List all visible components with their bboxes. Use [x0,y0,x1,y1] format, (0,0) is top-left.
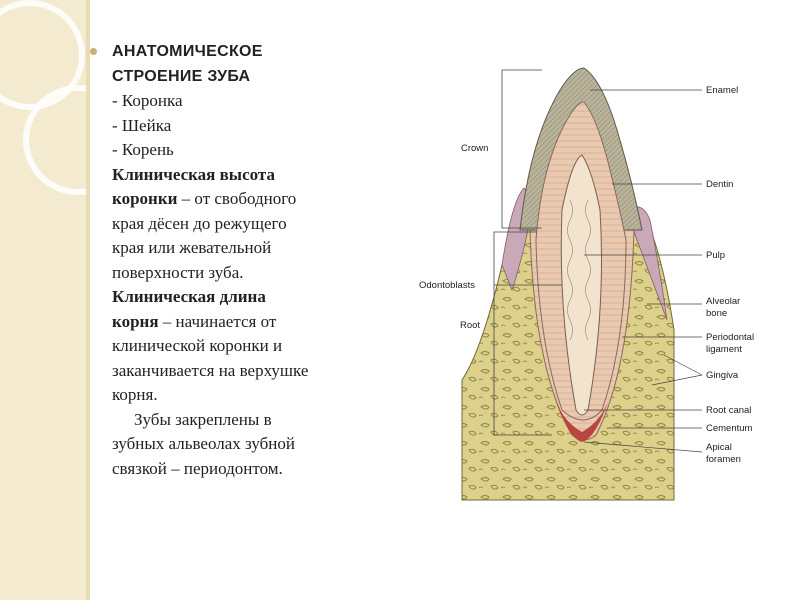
crown-height-def-2: края дёсен до режущего [112,213,287,233]
root-length-term-2: корня [112,311,159,331]
label-dentin: Dentin [706,179,733,190]
label-periodontal-1: Periodontal [706,332,754,343]
crown-height-line-2: коронки – от свободного [112,187,412,212]
root-length-term: Клиническая длина [112,287,266,306]
list-item-neck: - Шейка [112,115,172,135]
pulp-texture [567,199,591,341]
list-item-root: - Корень [112,140,174,159]
label-root-canal: Root canal [706,405,751,416]
crown-height-def-1: – от свободного [177,189,297,208]
label-periodontal-2: ligament [706,344,742,355]
slide-title-line-1: АНАТОМИЧЕСКОЕ [112,43,263,60]
label-apical-1: Apical [706,442,732,453]
crown-height-def-3: края или жевательной [112,238,272,257]
decorative-circles [0,0,90,195]
root-length-def-1: – начинается от [158,311,277,331]
slide-title-line-2: СТРОЕНИЕ ЗУБА [112,67,251,85]
tooth-anatomy-diagram: Enamel Crown Dentin Pulp Odontoblasts Al… [419,67,754,501]
fixation-line-2: зубных альвеолах зубной [112,434,295,453]
label-enamel: Enamel [706,85,738,96]
root-length-def-4: корня. [112,385,158,404]
crown-height-def-4: поверхности зуба. [112,262,244,282]
crown-height-term-2: коронки [112,189,178,208]
label-cementum: Cementum [706,423,753,434]
list-item-crown: - Коронка [112,91,183,110]
crown-height-term: Клиническая высота [112,164,275,184]
root-bracket [493,231,552,436]
leader-lines [494,89,703,453]
root-length-def-3: заканчивается на верхушке [112,360,309,380]
label-apical-2: foramen [706,454,741,465]
bullet-icon [90,48,97,55]
pulp-shape [560,154,602,416]
crown-bracket [501,69,542,229]
label-pulp: Pulp [706,250,725,261]
root-length-line-2: корня – начинается от [112,310,412,335]
gingiva-right-shape [626,206,668,321]
root-length-def-2: клинической коронки и [112,336,283,355]
lecture-text: АНАТОМИЧЕСКОЕ СТРОЕНИЕ ЗУБА - Коронка - … [90,40,412,481]
label-odontoblasts: Odontoblasts [419,280,475,291]
label-alveolar-bone-1: Alveolar [706,296,740,307]
label-gingiva: Gingiva [706,370,739,381]
label-crown: Crown [461,143,488,154]
label-root: Root [460,320,480,331]
decorative-side-band [0,0,90,600]
fixation-line-3: связкой – периодонтом. [112,458,283,478]
label-alveolar-bone-2: bone [706,308,727,319]
fixation-line-1: Зубы закреплены в [134,409,272,429]
